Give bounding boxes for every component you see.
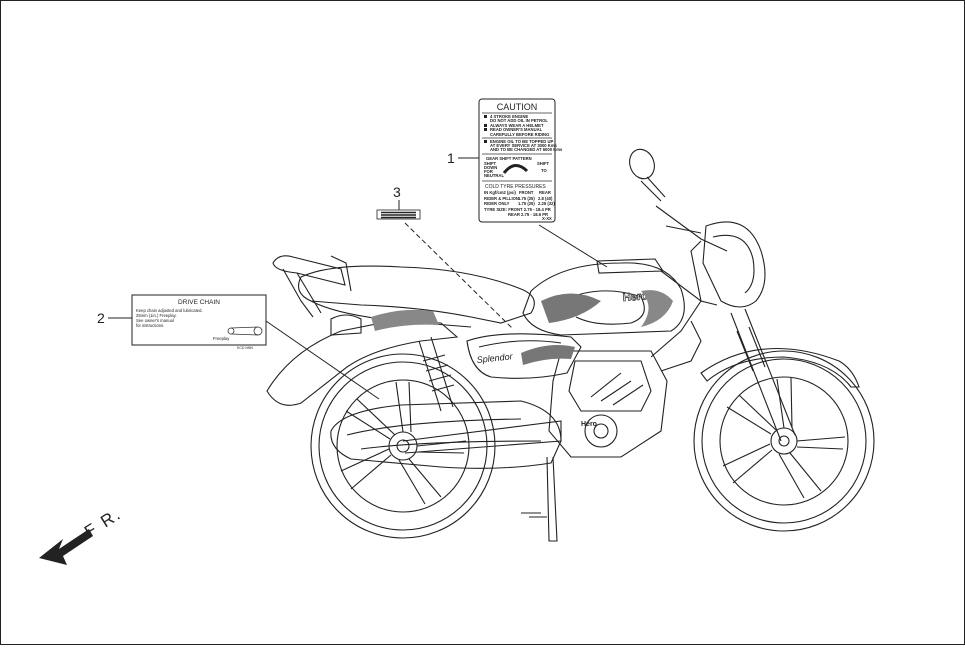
chain-line-2: 25mm (1in.) Freeplay. — [136, 313, 177, 318]
callout-2: 2 — [97, 310, 105, 326]
tyre-row-2-rear: 2.25 (32) — [538, 201, 555, 206]
sticker-pointer — [404, 222, 514, 330]
tyre-header-rear: REAR — [539, 190, 551, 195]
caution-line-3: ALWAYS WEAR A HELMET — [490, 123, 544, 128]
chain-label-code: KCD NNN — [237, 346, 253, 350]
gear-left-3: FOR — [484, 169, 493, 174]
callout-1: 1 — [447, 150, 455, 166]
gear-left-1: SHIFT — [484, 161, 497, 166]
tyre-pressure-title: COLD TYRE PRESSURES — [485, 184, 546, 190]
gear-left-2: DOWN — [484, 165, 497, 170]
drive-chain-label: DRIVE CHAIN Keep chain adjusted and lubr… — [131, 294, 267, 350]
tank-decal-front — [641, 290, 673, 327]
chain-line-4: for instructions. — [136, 323, 164, 328]
front-direction-arrow — [39, 529, 93, 565]
gear-pedal-icon — [502, 164, 529, 174]
chain-line-3: See owner's manual — [136, 318, 174, 323]
chain-label-pointer — [265, 320, 380, 400]
caution-line-7: AT EVERY SERVICE AT 3000 Kms — [490, 143, 558, 148]
engine-brand: Hero — [581, 421, 597, 428]
gear-left-4: NEUTRAL — [484, 173, 504, 178]
tank-brand-logo: Hero — [622, 290, 648, 304]
tyre-header-front: FRONT — [519, 190, 534, 195]
rear-cowl-decal — [371, 309, 439, 331]
caution-line-6: ENGINE OIL TO BE TOPPED UP — [490, 139, 553, 144]
caution-label-pointer — [538, 224, 608, 268]
tank-decal — [541, 293, 601, 323]
tyre-size-front: TYRE SIZE: FRONT 2.75 - 18.4 PR — [484, 207, 551, 212]
direction-label: F R. — [81, 504, 125, 541]
reflective-sticker — [376, 209, 421, 220]
motorcycle-drawing — [266, 148, 875, 542]
tyre-row-2-front: 1.75 (25) — [518, 201, 535, 206]
side-panel-logo: Splendor — [476, 351, 514, 365]
front-wheel — [693, 350, 875, 532]
caution-label: CAUTION 4 STROKE ENGINE DO NOT ADD OIL I… — [478, 98, 563, 223]
tyre-row-1-label: RIDER & PILLION — [484, 196, 519, 201]
tyre-header-unit: IN Kgf/cm2 (psi) — [484, 190, 516, 195]
tyre-row-1-rear: 2.8 (40) — [538, 196, 553, 201]
caution-line-2: DO NOT ADD OIL IN PETROL — [490, 118, 548, 123]
freeplay-label: Freeplay — [213, 336, 230, 341]
caution-title: CAUTION — [497, 102, 538, 112]
caution-line-4: READ OWNER'S MANUAL — [490, 127, 543, 132]
drive-chain-title: DRIVE CHAIN — [178, 299, 220, 306]
rear-wheel — [310, 353, 496, 539]
chain-icon — [227, 326, 263, 336]
gear-right-1: SHIFT — [537, 161, 550, 166]
caution-line-8: AND TO BE CHANGED AT 6000 Kms — [490, 147, 563, 152]
tyre-row-1-front: 1.75 (25) — [518, 196, 535, 201]
gear-right-2: TO — [541, 168, 547, 173]
side-panel-decal — [521, 345, 575, 365]
tyre-size-rear: REAR 2.75 - 18.6 PR — [508, 212, 548, 217]
chain-line-1: Keep chain adjusted and lubricated. — [136, 308, 203, 313]
tyre-row-2-label: RIDER ONLY — [484, 201, 510, 206]
caution-part-code: X-XX — [542, 216, 552, 221]
caution-line-5: CAREFULLY BEFORE RIDING — [490, 132, 549, 137]
gear-shift-title: GEAR SHIFT PATTERN — [486, 156, 532, 161]
callout-3: 3 — [393, 184, 401, 200]
caution-line-1: 4 STROKE ENGINE — [490, 114, 528, 119]
